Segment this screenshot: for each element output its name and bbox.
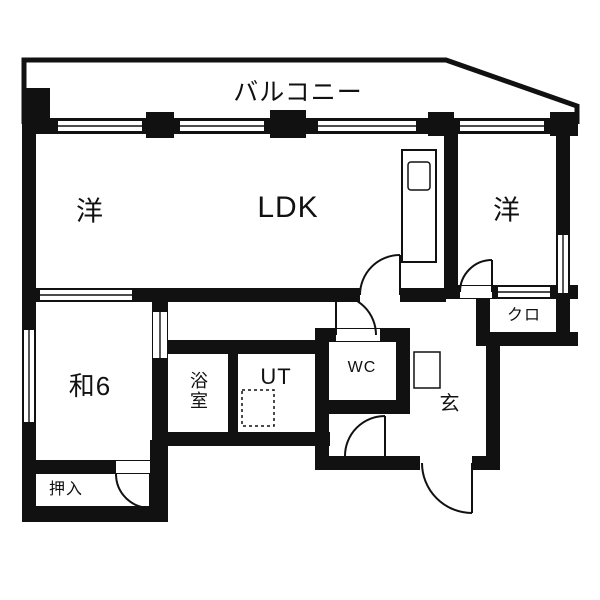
wall	[150, 440, 168, 522]
wall	[444, 132, 458, 299]
wall	[315, 456, 420, 470]
wall	[396, 328, 410, 414]
wall	[556, 118, 570, 346]
wall	[472, 456, 500, 470]
wall	[228, 340, 238, 446]
wall	[400, 288, 446, 302]
door-arc-toilet	[335, 294, 377, 336]
door-opening	[460, 286, 492, 298]
wall	[152, 432, 330, 446]
door-arc-storage	[115, 473, 151, 509]
wall	[168, 340, 328, 354]
wall	[315, 400, 410, 414]
pillar	[270, 110, 306, 138]
door-arc-western-right	[459, 259, 493, 293]
door-opening	[116, 461, 150, 473]
wall	[22, 506, 168, 522]
door-arc-hall	[344, 415, 386, 457]
pillar	[550, 112, 578, 136]
wall	[315, 328, 329, 470]
fixtures	[241, 149, 441, 427]
pillar	[24, 88, 50, 118]
wall	[486, 346, 500, 470]
door-arc-entrance	[421, 462, 473, 514]
pillars	[24, 88, 578, 138]
windows	[24, 121, 568, 422]
wall	[168, 288, 360, 302]
walls	[22, 118, 578, 522]
door-opening	[336, 329, 380, 341]
door-arc-ldk	[359, 254, 401, 296]
shoe-cabinet	[413, 351, 441, 389]
doors	[115, 254, 493, 514]
kitchen-sink	[407, 161, 431, 191]
washer-pan	[241, 389, 275, 427]
pillar	[428, 112, 454, 136]
pillar	[146, 112, 174, 138]
wall	[476, 299, 490, 332]
wall	[476, 332, 578, 346]
